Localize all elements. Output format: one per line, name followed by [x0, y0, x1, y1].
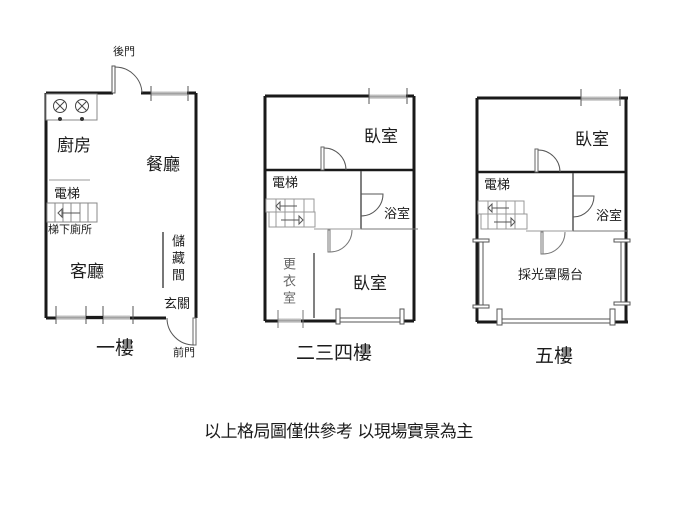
window-icon — [472, 238, 490, 309]
window-icon — [580, 89, 621, 106]
floor1-plan — [44, 65, 198, 346]
stove-icon — [45, 93, 98, 121]
front-door-label: 前門 — [173, 346, 195, 359]
storage-label: 儲藏間 — [169, 234, 184, 285]
bedroom-bottom-label: 臥室 — [353, 274, 387, 294]
elevator-label: 電梯 — [54, 187, 81, 202]
stairs-icon — [265, 198, 316, 228]
floor5-plan — [472, 89, 631, 326]
foyer-label: 玄關 — [164, 297, 191, 312]
elevator-label: 電梯 — [272, 176, 299, 191]
floor1-title: 一樓 — [96, 337, 135, 359]
window-icon — [613, 238, 631, 306]
bathroom-label: 浴室 — [596, 209, 623, 224]
window-icon — [496, 308, 616, 326]
window-icon — [368, 88, 408, 104]
window-icon — [150, 86, 189, 101]
floor2-4-title: 二三四樓 — [296, 342, 373, 364]
window-icon — [335, 308, 405, 325]
floor2-4-plan — [263, 88, 418, 328]
elevator-label: 電梯 — [484, 178, 511, 193]
living-room-label: 客廳 — [70, 262, 104, 282]
back-door-icon — [111, 65, 143, 94]
stairs-icon — [46, 202, 98, 223]
front-door-icon — [166, 317, 197, 346]
window-icon — [277, 310, 304, 328]
dining-label: 餐廳 — [146, 155, 180, 175]
window-icon — [55, 306, 134, 324]
floor5-title: 五樓 — [535, 345, 574, 367]
sunroom-balcony-label: 採光罩陽台 — [518, 268, 584, 283]
bedroom-label: 臥室 — [575, 130, 609, 150]
bedroom-top-label: 臥室 — [364, 127, 398, 147]
kitchen-label: 廚房 — [57, 136, 91, 156]
bathroom-label: 浴室 — [384, 207, 411, 222]
back-door-label: 後門 — [113, 45, 135, 58]
stairs-icon — [477, 200, 528, 230]
closet-label: 更衣室 — [280, 257, 295, 308]
toilet-under-stairs-label: 梯下廁所 — [48, 223, 92, 236]
disclaimer-note: 以上格局圖僅供參考 以現場實景為主 — [204, 422, 473, 442]
